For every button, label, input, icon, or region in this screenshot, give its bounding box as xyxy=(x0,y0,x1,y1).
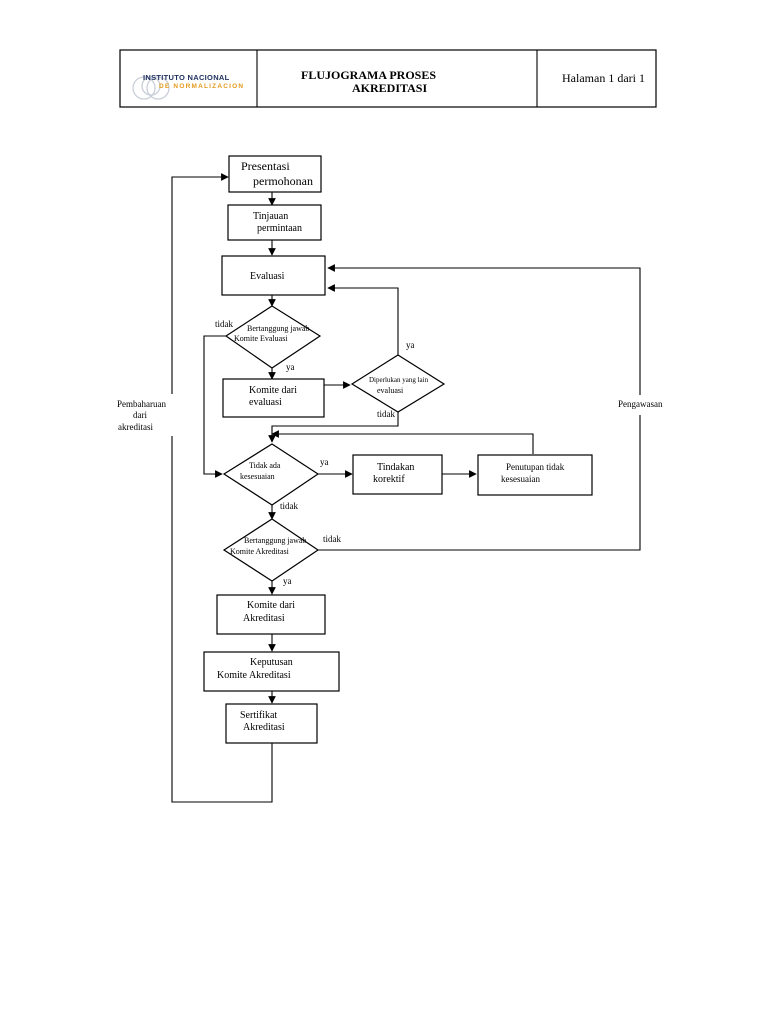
process-box xyxy=(216,594,326,635)
page-indicator: Halaman 1 dari 1 xyxy=(562,71,645,85)
header-title-line1: FLUJOGRAMA PROSES xyxy=(301,68,436,82)
logo-line2: DE NORMALIZACION xyxy=(159,83,244,90)
node-evaluasi: Evaluasi xyxy=(221,255,326,296)
process-box xyxy=(227,204,322,241)
logo-ring-2 xyxy=(141,76,161,96)
process-box xyxy=(477,454,593,496)
logo-ring-3 xyxy=(146,76,170,100)
node-label: Keputusan xyxy=(250,657,293,668)
side-label-line: akreditasi xyxy=(118,422,153,432)
institute-logo: INSTITUTO NACIONAL DE NORMALIZACION xyxy=(132,73,244,100)
node-label: Sertifikat xyxy=(240,710,277,721)
edge-label: ya xyxy=(286,362,295,372)
decision-diamond xyxy=(224,305,322,369)
node-bertanggung-akreditasi: Bertanggung jawab Komite Akreditasi xyxy=(222,518,320,582)
node-label: Tidak ada xyxy=(249,461,281,470)
node-label: Penutupan tidak xyxy=(506,462,565,472)
node-penutupan: Penutupan tidak kesesuaian xyxy=(477,454,593,496)
node-komite-akreditasi: Komite dari Akreditasi xyxy=(216,594,326,635)
side-label-line: Pembaharuan xyxy=(117,399,166,409)
edge-label: tidak xyxy=(323,534,341,544)
node-tinjauan: Tinjauan permintaan xyxy=(227,204,322,241)
logo-line1: INSTITUTO NACIONAL xyxy=(143,73,230,82)
node-label: kesesuaian xyxy=(240,472,275,481)
node-label: Presentasi xyxy=(241,159,290,173)
node-label: korektif xyxy=(373,474,405,485)
node-label: Komite Akreditasi xyxy=(230,547,290,556)
node-label: Akreditasi xyxy=(243,613,285,624)
node-presentasi: Presentasi permohonan xyxy=(228,155,322,193)
side-label-pembaharuan: Pembaharuan dari akreditasi xyxy=(113,394,177,436)
decision-diamond xyxy=(222,443,320,506)
side-label-text: Pengawasan xyxy=(618,399,663,409)
edge-label: ya xyxy=(283,576,292,586)
process-box xyxy=(221,255,326,296)
arrow-diperlukan-ya-evaluasi xyxy=(327,284,399,355)
edge-labels: tidak ya ya tidak ya tidak tidak ya xyxy=(215,319,415,586)
process-box xyxy=(203,651,340,692)
process-box xyxy=(352,454,443,495)
node-label: permintaan xyxy=(257,223,302,234)
node-label: evaluasi xyxy=(377,386,404,395)
process-box xyxy=(222,378,325,418)
node-label: Evaluasi xyxy=(250,271,285,282)
arrow-decision-tidak-kesesuaian xyxy=(203,335,230,478)
node-label: Diperlukan yang lain xyxy=(369,376,429,384)
node-sertifikat: Sertifikat Akreditasi xyxy=(225,703,318,744)
node-label: Tinjauan xyxy=(253,211,288,222)
node-label: permohonan xyxy=(253,174,313,188)
node-label: kesesuaian xyxy=(501,474,540,484)
node-label: Komite Akreditasi xyxy=(217,670,291,681)
node-tindakan: Tindakan korektif xyxy=(352,454,443,495)
logo-ring-1 xyxy=(132,76,156,100)
connectors xyxy=(171,173,641,803)
node-label: Tindakan xyxy=(377,462,414,473)
node-label: Bertanggung jawab xyxy=(244,536,306,545)
node-label: Akreditasi xyxy=(243,722,285,733)
label-background xyxy=(113,394,177,436)
arrow-pembaharuan-loop xyxy=(171,173,273,803)
edge-label: tidak xyxy=(215,319,233,329)
side-label-line: dari xyxy=(133,410,147,420)
process-box xyxy=(225,703,318,744)
node-label: Komite dari xyxy=(249,385,297,396)
node-tidak-ada-kesesuaian: Tidak ada kesesuaian xyxy=(222,443,320,506)
header-table: INSTITUTO NACIONAL DE NORMALIZACION FLUJ… xyxy=(119,49,657,108)
label-background xyxy=(578,395,702,415)
node-diperlukan: Diperlukan yang lain evaluasi xyxy=(350,354,446,413)
node-label: Komite Evaluasi xyxy=(234,334,288,343)
decision-diamond xyxy=(350,354,446,413)
edge-label: ya xyxy=(320,457,329,467)
edge-label: tidak xyxy=(280,501,298,511)
process-box xyxy=(228,155,322,193)
node-label: Bertanggung jawab xyxy=(247,324,309,333)
edge-label: tidak xyxy=(377,409,395,419)
arrow-penutupan-loop xyxy=(271,430,534,454)
node-komite-evaluasi: Komite dari evaluasi xyxy=(222,378,325,418)
header-frame xyxy=(119,49,657,108)
node-bertanggung-evaluasi: Bertanggung jawab Komite Evaluasi xyxy=(224,305,322,369)
node-label: Komite dari xyxy=(247,600,295,611)
decision-diamond xyxy=(222,518,320,582)
header-title-line2: AKREDITASI xyxy=(352,81,427,95)
side-label-pengawasan: Pengawasan xyxy=(578,395,702,415)
node-label: evaluasi xyxy=(249,397,282,408)
edge-label: ya xyxy=(406,340,415,350)
node-keputusan: Keputusan Komite Akreditasi xyxy=(203,651,340,692)
